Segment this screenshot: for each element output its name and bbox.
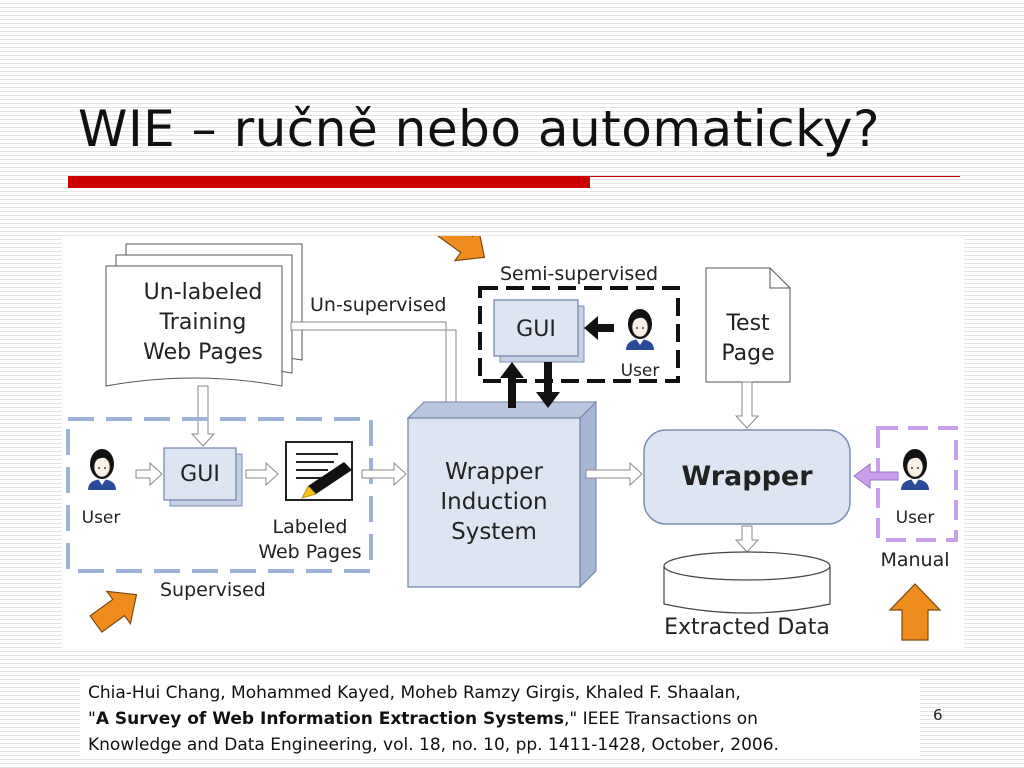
manual-region — [876, 426, 958, 542]
extracted-data-label: Extracted Data — [664, 615, 830, 640]
citation: Chia-Hui Chang, Mohammed Kayed, Moheb Ra… — [80, 676, 920, 758]
wrapper-induction-label-line2: Induction — [440, 489, 547, 515]
semi-user-icon — [625, 308, 655, 351]
citation-after-title: ," IEEE Transactions on — [563, 709, 758, 729]
left-user-icon — [87, 448, 117, 491]
labeled-pages-label-line1: Labeled — [272, 516, 347, 538]
test-page-icon — [705, 267, 791, 383]
left-gui-box — [163, 447, 243, 507]
test-page-label-line1: Test — [725, 311, 770, 336]
diagram-panel: Un-labeled Training Web Pages Un-supervi… — [62, 236, 964, 650]
wie-diagram: Un-labeled Training Web Pages Un-supervi… — [66, 236, 958, 641]
labeled-pages-icon — [285, 441, 353, 501]
manual-highlight-arrow — [888, 583, 942, 641]
unlabeled-pages-label-line2: Training — [159, 310, 247, 335]
gui-to-induction-arrow — [536, 362, 560, 408]
left-gui-label: GUI — [180, 462, 220, 487]
right-user-label: User — [896, 508, 935, 528]
wrapper-label: Wrapper — [681, 461, 813, 492]
induction-to-wrapper-arrow — [585, 461, 643, 487]
gui-to-labeled-arrow — [245, 461, 279, 487]
semi-supervised-region — [478, 286, 680, 383]
labeled-to-induction-arrow — [361, 461, 407, 487]
semi-user-to-gui-arrow — [584, 316, 614, 340]
extracted-data-cylinder — [663, 551, 831, 614]
wrapper-induction-box — [406, 400, 598, 589]
semi-supervised-highlight-arrow — [437, 236, 486, 262]
unlabeled-pages-label-line3: Web Pages — [143, 340, 263, 365]
wrapper-to-data-arrow — [734, 525, 760, 553]
citation-paper-title: A Survey of Web Information Extraction S… — [95, 709, 564, 729]
semi-user-label: User — [621, 361, 660, 381]
citation-title-line: "A Survey of Web Information Extraction … — [88, 706, 912, 732]
wrapper-induction-label-line3: System — [451, 519, 537, 545]
semi-gui-box — [493, 299, 585, 363]
induction-to-gui-arrow — [500, 362, 524, 408]
supervised-label: Supervised — [160, 579, 266, 601]
unsupervised-label: Un-supervised — [310, 294, 446, 316]
citation-authors: Chia-Hui Chang, Mohammed Kayed, Moheb Ra… — [88, 683, 741, 703]
citation-quote-open: " — [88, 709, 96, 729]
wrapper-induction-label-line1: Wrapper — [445, 459, 544, 485]
user-to-wrapper-arrow — [853, 463, 899, 489]
slide-title: WIE – ručně nebo automaticky? — [78, 100, 880, 158]
manual-label: Manual — [880, 549, 949, 571]
semi-gui-label: GUI — [516, 317, 556, 342]
unlabeled-pages-stack — [105, 243, 303, 387]
test-page-to-wrapper-arrow — [734, 381, 760, 429]
unlabeled-pages-label-line1: Un-labeled — [144, 280, 263, 305]
title-accent-bar — [68, 176, 590, 188]
semi-supervised-label: Semi-supervised — [500, 263, 658, 285]
citation-venue: Knowledge and Data Engineering, vol. 18,… — [88, 735, 779, 755]
right-user-icon — [900, 448, 930, 491]
test-page-label-line2: Page — [721, 341, 774, 366]
pages-to-gui-arrow — [190, 385, 216, 447]
wrapper-box — [643, 429, 851, 525]
supervised-highlight-arrow — [89, 590, 138, 633]
labeled-pages-label-line2: Web Pages — [258, 541, 361, 563]
user-to-gui-arrow — [135, 461, 163, 487]
title-rule — [590, 176, 960, 177]
left-user-label: User — [82, 508, 121, 528]
page-number: 6 — [933, 706, 943, 724]
